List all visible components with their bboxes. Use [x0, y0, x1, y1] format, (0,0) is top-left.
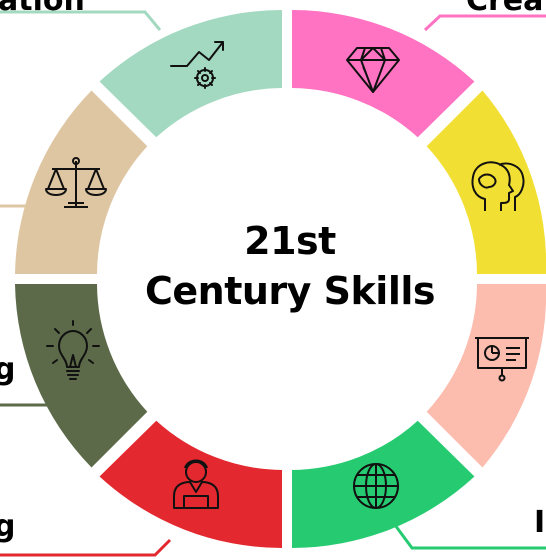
edge-label-bottom-right: I	[534, 505, 546, 540]
center-title-line1: 21st	[244, 219, 336, 263]
two-heads-icon	[471, 161, 525, 211]
segment-global	[292, 420, 475, 548]
presentation-board-icon	[475, 337, 529, 382]
center-title-line2: Century Skills	[144, 269, 436, 313]
segment-thinking	[426, 90, 546, 274]
connector-line-leadership	[0, 538, 172, 557]
person-icon	[173, 459, 219, 509]
edge-label-top-right: Crea	[466, 0, 544, 18]
segment-presentation	[426, 284, 546, 468]
growth-gear-icon	[170, 41, 224, 89]
diamond-icon	[346, 47, 400, 93]
edge-label-left-middle: g	[0, 352, 16, 387]
edge-label-top-left: ation	[0, 0, 85, 18]
lightbulb-icon	[46, 320, 100, 380]
globe-icon	[353, 463, 399, 509]
segment-creativity	[292, 10, 475, 138]
connector-line-global	[393, 524, 546, 550]
segment-ethics	[15, 90, 148, 274]
edge-label-bottom-left: g	[0, 509, 16, 544]
segment-innovation	[99, 10, 282, 138]
segment-ideas	[15, 284, 148, 468]
scales-icon	[45, 157, 107, 208]
connector-line-creativity	[423, 14, 546, 32]
connector-line-innovation	[0, 10, 162, 31]
